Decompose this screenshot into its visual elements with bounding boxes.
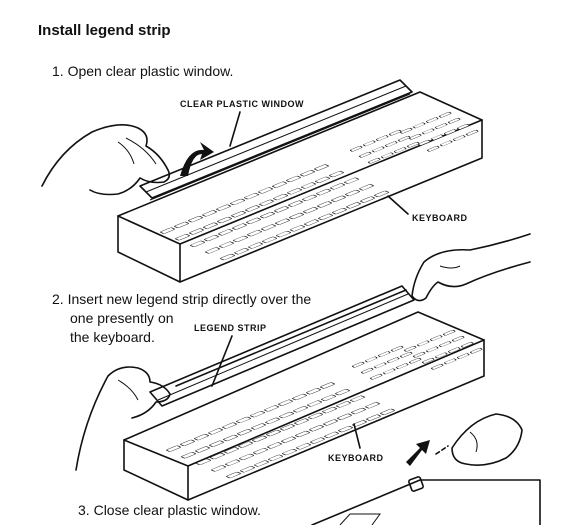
callout-clear-plastic-window: CLEAR PLASTIC WINDOW	[180, 99, 304, 109]
step-2-text-line-3: the keyboard.	[70, 329, 155, 345]
step-2-number: 2.	[52, 291, 64, 307]
step-1: 1. Open clear plastic window.	[52, 62, 233, 81]
step-1-text: Open clear plastic window.	[67, 63, 234, 79]
section-heading: Install legend strip	[38, 22, 171, 39]
step-3: 3. Close clear plastic window.	[78, 501, 261, 520]
callout-legend-strip: LEGEND STRIP	[194, 323, 267, 333]
step-1-number: 1.	[52, 63, 64, 79]
step-3-text: Close clear plastic window.	[93, 502, 261, 518]
step-3-number: 3.	[78, 502, 90, 518]
step-2-text-line-2: one presently on	[70, 310, 174, 326]
callout-keyboard-1: KEYBOARD	[412, 213, 468, 223]
step-3-illustration	[311, 413, 541, 525]
keyboard-2-illustration	[75, 233, 531, 501]
step-2: 2. Insert new legend strip directly over…	[52, 290, 332, 347]
keyboard-1-illustration	[41, 79, 483, 283]
step-2-text-line-1: Insert new legend strip directly over th…	[67, 291, 312, 307]
callout-keyboard-2: KEYBOARD	[328, 453, 384, 463]
